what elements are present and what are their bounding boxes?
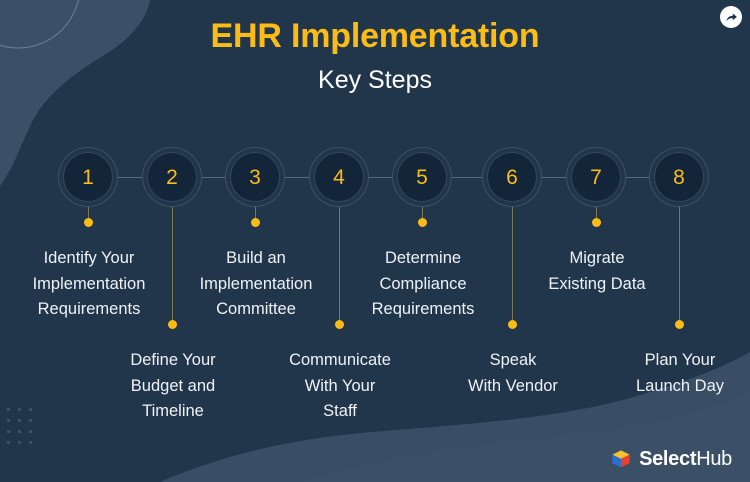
selecthub-cube-icon xyxy=(612,450,630,468)
step-number-3: 3 xyxy=(249,165,261,189)
step-node-2[interactable]: 2 xyxy=(148,153,196,201)
share-button[interactable] xyxy=(720,6,742,28)
connector-4-5 xyxy=(367,177,397,178)
stem-step-2 xyxy=(172,202,173,324)
step-node-6[interactable]: 6 xyxy=(488,153,536,201)
step-number-7: 7 xyxy=(590,165,602,189)
header-block: EHR Implementation Key Steps xyxy=(0,17,750,95)
stem-dot-step-6 xyxy=(508,320,517,329)
connector-5-6 xyxy=(451,177,485,178)
step-label-7: Migrate Existing Data xyxy=(548,249,646,293)
connector-7-8 xyxy=(624,177,654,178)
stem-dot-step-3 xyxy=(251,218,260,227)
share-arrow-icon xyxy=(725,12,737,21)
stem-dot-step-8 xyxy=(675,320,684,329)
connector-3-4 xyxy=(284,177,314,178)
step-label-6: Speak With Vendor xyxy=(468,351,558,395)
stem-step-8 xyxy=(679,202,680,324)
stem-dot-step-4 xyxy=(335,320,344,329)
step-number-2: 2 xyxy=(166,165,178,189)
selecthub-wordmark: SelectHub xyxy=(639,449,732,469)
step-label-2: Define Your Budget and Timeline xyxy=(130,351,216,421)
step-number-6: 6 xyxy=(506,165,518,189)
step-number-8: 8 xyxy=(673,165,685,189)
connector-6-7 xyxy=(540,177,571,178)
step-label-8: Plan Your Launch Day xyxy=(635,351,725,395)
page-title: EHR Implementation xyxy=(210,17,540,55)
step-label-5: Determine Compliance Requirements xyxy=(371,249,475,319)
stem-dot-step-2 xyxy=(168,320,177,329)
step-number-4: 4 xyxy=(333,165,345,189)
step-node-4[interactable]: 4 xyxy=(315,153,363,201)
selecthub-logo[interactable]: SelectHub xyxy=(610,448,732,470)
logo-name-bold: Select xyxy=(639,448,697,470)
page-subtitle: Key Steps xyxy=(318,66,432,95)
step-node-5[interactable]: 5 xyxy=(398,153,446,201)
step-label-3: Build an Implementation Committee xyxy=(199,249,313,319)
step-number-5: 5 xyxy=(416,165,428,189)
step-node-1[interactable]: 1 xyxy=(64,153,112,201)
logo-name-light: Hub xyxy=(696,448,732,470)
stem-dot-step-7 xyxy=(592,218,601,227)
stem-dot-step-5 xyxy=(418,218,427,227)
stem-step-6 xyxy=(512,202,513,324)
step-label-4: Communicate With Your Staff xyxy=(289,351,391,421)
step-node-8[interactable]: 8 xyxy=(655,153,703,201)
step-node-7[interactable]: 7 xyxy=(572,153,620,201)
step-number-1: 1 xyxy=(82,165,94,189)
step-node-3[interactable]: 3 xyxy=(231,153,279,201)
connector-1-2 xyxy=(116,177,146,178)
stem-step-4 xyxy=(339,202,340,324)
stem-dot-step-1 xyxy=(84,218,93,227)
step-label-1: Identify Your Implementation Requirement… xyxy=(32,249,146,319)
connector-2-3 xyxy=(200,177,230,178)
